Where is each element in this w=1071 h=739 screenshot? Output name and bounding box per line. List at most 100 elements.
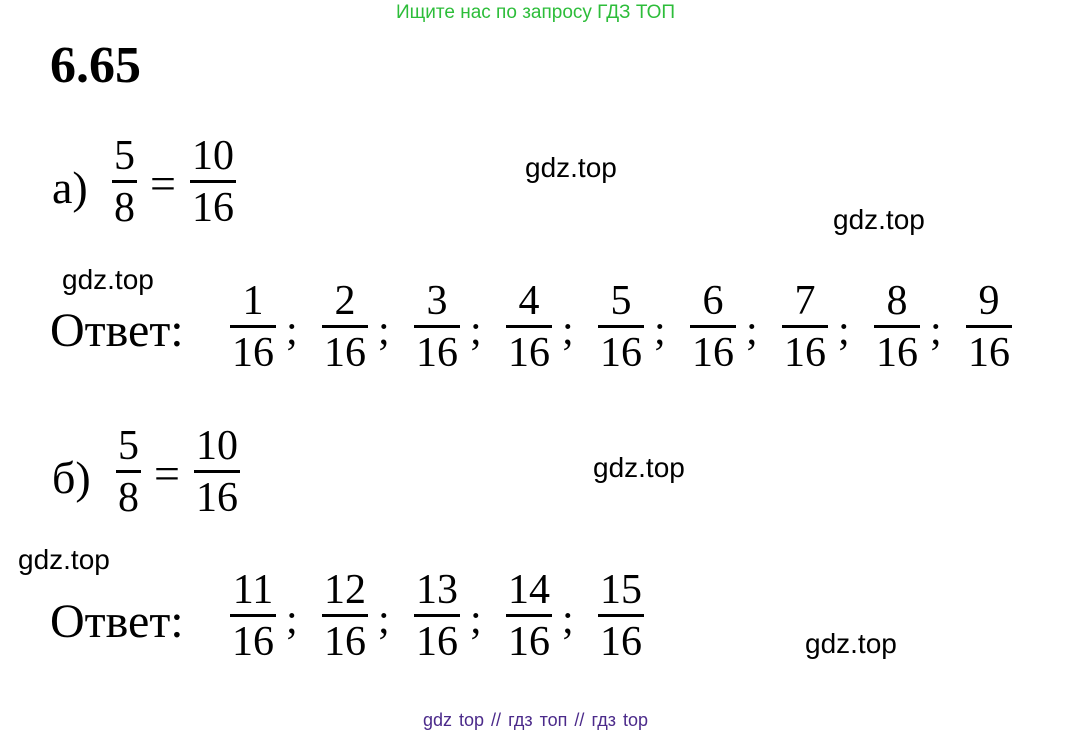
numerator: 10 (192, 133, 234, 179)
fraction-bar (598, 614, 644, 617)
denominator: 16 (232, 619, 274, 665)
denominator: 16 (876, 330, 918, 376)
numerator: 5 (114, 133, 135, 179)
separator-semicolon: ; (654, 308, 666, 354)
footer-link-gdz-top-mixed[interactable]: гдз top (591, 710, 648, 730)
denominator: 8 (118, 475, 139, 521)
search-banner: Ищите нас по запросу ГДЗ ТОП (395, 2, 676, 23)
fraction-bar (874, 325, 920, 328)
separator-semicolon: ; (286, 597, 298, 643)
footer-link-gdz-top[interactable]: gdz top (422, 710, 485, 730)
numerator: 10 (196, 423, 238, 469)
part-b-fraction-left: 5 8 (116, 425, 141, 519)
separator-semicolon: ; (378, 308, 390, 354)
watermark: gdz.top (593, 452, 685, 483)
fraction-bar (116, 470, 141, 473)
fraction-bar (112, 180, 137, 183)
part-b-fraction-right: 10 16 (194, 425, 240, 519)
numerator: 5 (610, 278, 632, 324)
denominator: 16 (416, 619, 458, 665)
denominator: 16 (784, 330, 826, 376)
part-b-equals-sign: = (154, 448, 180, 499)
separator-semicolon: ; (930, 308, 942, 354)
denominator: 16 (600, 619, 642, 665)
fraction-bar (230, 614, 276, 617)
separator-semicolon: ; (838, 308, 850, 354)
fraction-bar (506, 325, 552, 328)
footer-links: gdz top // гдз топ // гдз top (0, 710, 1071, 731)
watermark: gdz.top (833, 204, 925, 235)
watermark: gdz.top (525, 152, 617, 183)
fraction-bar (230, 325, 276, 328)
fraction-bar (966, 325, 1012, 328)
denominator: 8 (114, 185, 135, 231)
separator-semicolon: ; (562, 597, 574, 643)
fraction-bar (598, 325, 644, 328)
footer-divider: // (574, 710, 585, 730)
numerator: 15 (600, 567, 642, 613)
denominator: 16 (968, 330, 1010, 376)
fraction-bar (414, 614, 460, 617)
numerator: 14 (508, 567, 550, 613)
part-a-fraction-left: 5 8 (112, 135, 137, 229)
watermark: gdz.top (62, 264, 154, 295)
answer-label-a: Ответ: (50, 304, 184, 357)
numerator: 3 (426, 278, 448, 324)
denominator: 16 (324, 330, 366, 376)
numerator: 1 (242, 278, 264, 324)
separator-semicolon: ; (286, 308, 298, 354)
separator-semicolon: ; (470, 597, 482, 643)
fraction-bar (194, 470, 240, 473)
numerator: 5 (118, 423, 139, 469)
numerator: 9 (978, 278, 1000, 324)
fraction-bar (414, 325, 460, 328)
fraction-bar (190, 180, 236, 183)
denominator: 16 (508, 619, 550, 665)
denominator: 16 (600, 330, 642, 376)
footer-link-gdz-top-ru[interactable]: гдз топ (508, 710, 568, 730)
fraction-bar (782, 325, 828, 328)
denominator: 16 (692, 330, 734, 376)
fraction-bar (322, 325, 368, 328)
numerator: 13 (416, 567, 458, 613)
numerator: 6 (702, 278, 724, 324)
answer-label-b: Ответ: (50, 595, 184, 648)
watermark: gdz.top (805, 628, 897, 659)
numerator: 8 (886, 278, 908, 324)
numerator: 4 (518, 278, 540, 324)
numerator: 7 (794, 278, 816, 324)
denominator: 16 (416, 330, 458, 376)
part-a-label: а) (52, 162, 88, 213)
numerator: 2 (334, 278, 356, 324)
fraction-bar (322, 614, 368, 617)
denominator: 16 (508, 330, 550, 376)
separator-semicolon: ; (746, 308, 758, 354)
denominator: 16 (324, 619, 366, 665)
separator-semicolon: ; (562, 308, 574, 354)
problem-number: 6.65 (50, 37, 141, 94)
part-b-label: б) (52, 452, 91, 503)
watermark: gdz.top (18, 544, 110, 575)
fraction-bar (690, 325, 736, 328)
part-a-fraction-right: 10 16 (190, 135, 236, 229)
separator-semicolon: ; (470, 308, 482, 354)
numerator: 11 (232, 567, 274, 613)
denominator: 16 (192, 185, 234, 231)
numerator: 12 (324, 567, 366, 613)
footer-divider: // (491, 710, 502, 730)
separator-semicolon: ; (378, 597, 390, 643)
